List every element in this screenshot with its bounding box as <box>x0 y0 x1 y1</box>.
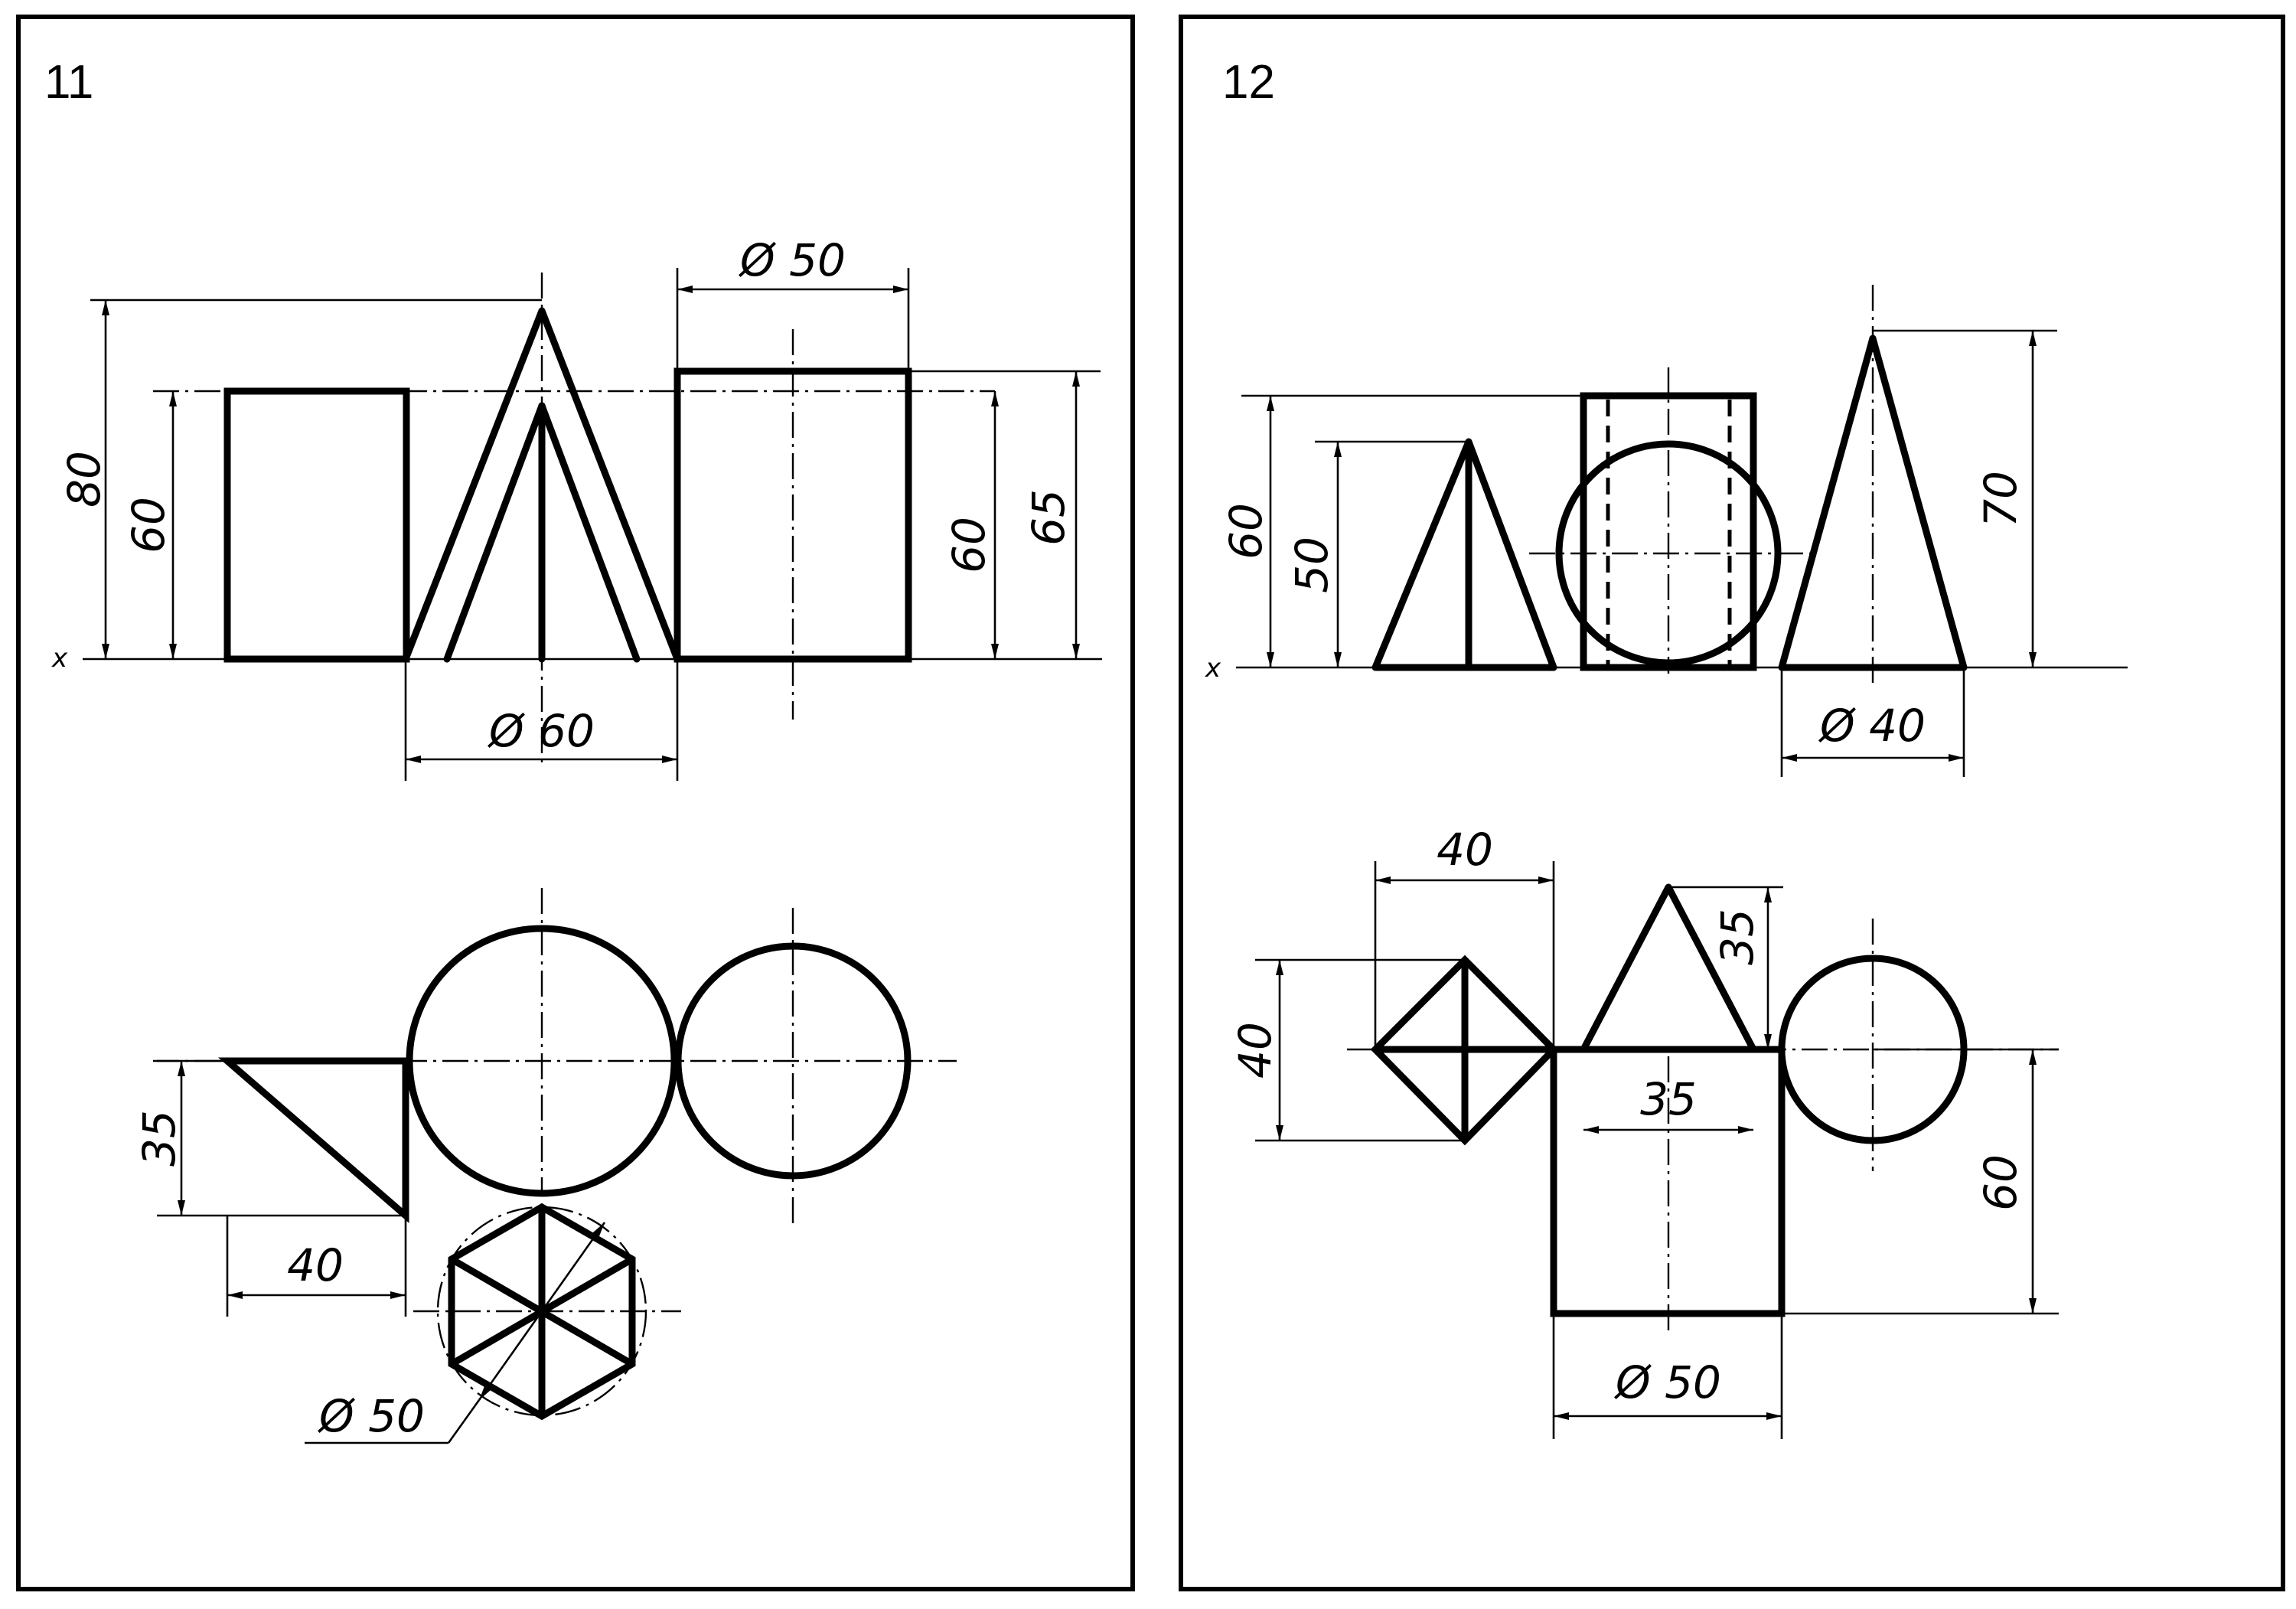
dimension-70-label: 70 <box>1975 471 2027 527</box>
hexagon-top-view <box>413 1203 681 1421</box>
cone-front-view <box>402 273 681 765</box>
pyramid-front-view <box>1371 438 1557 671</box>
panel-12-frame <box>1179 15 2285 1591</box>
leader-line <box>447 1399 481 1444</box>
prism-front-view <box>223 387 410 663</box>
cone-outline <box>402 307 681 663</box>
panel-11: 11 x 80 60 60 65 <box>16 15 1135 1591</box>
dimension-60l-label: 60 <box>1975 1154 2027 1211</box>
dimension-d50-label: Ø 50 <box>1614 1356 1721 1408</box>
dimension-60-label: 60 <box>122 497 174 553</box>
pyramid-outline <box>1371 438 1557 671</box>
panel-12-number: 12 <box>1222 56 1275 109</box>
panel-12: 12 x 60 50 <box>1179 15 2285 1591</box>
dimension-40w-label: 40 <box>1437 824 1493 876</box>
panel-11-frame <box>16 15 1135 1591</box>
dimension-hex-label: Ø 50 <box>318 1390 425 1442</box>
cone-front-view <box>1778 285 1968 685</box>
dimension-60-cyl-label: 60 <box>943 517 995 573</box>
dimension-d60-label: Ø 60 <box>488 705 595 757</box>
dimension-35h-label: 35 <box>1711 909 1763 965</box>
axis-x-label: x <box>1205 653 1221 684</box>
dimension-50-label: 50 <box>1286 537 1338 593</box>
prism-sphere-front-view <box>1529 367 1810 674</box>
hexagon-circumcircle <box>436 1206 647 1417</box>
dimension-40h-label: 40 <box>1229 1022 1281 1079</box>
triangle-top-view <box>217 1057 409 1223</box>
dimension-60-label: 60 <box>1220 503 1272 560</box>
axis-x-label: x <box>51 643 68 674</box>
panel-11-number: 11 <box>44 56 93 109</box>
dimension-d40-label: Ø 40 <box>1818 700 1926 752</box>
dimension-hex-line <box>478 1222 606 1401</box>
dimension-d50-label: Ø 50 <box>739 234 846 286</box>
dimension-35w-label: 35 <box>1640 1073 1697 1125</box>
cylinder-front-view <box>673 329 912 720</box>
dimension-80-label: 80 <box>58 451 110 508</box>
dimension-65-label: 65 <box>1022 489 1075 546</box>
dimension-40-label: 40 <box>287 1239 344 1291</box>
dimension-35-label: 35 <box>133 1110 185 1167</box>
